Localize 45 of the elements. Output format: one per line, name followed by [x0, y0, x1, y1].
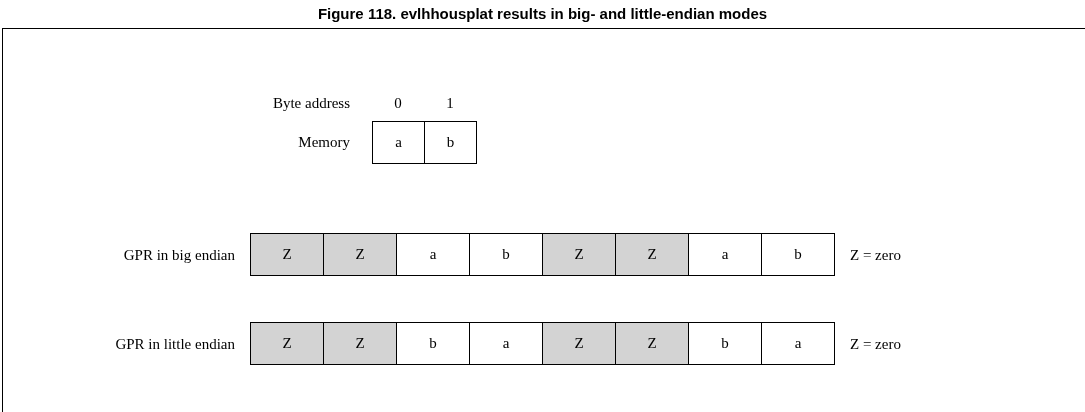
byte-cell: [424, 121, 477, 164]
cell-text: a: [502, 334, 510, 354]
byte-cell: [761, 233, 835, 276]
cell-text: Z: [647, 334, 657, 354]
figure-title: Figure 118. evlhhousplat results in big- and little-endian modes: [317, 4, 768, 24]
byte-cell: [469, 322, 543, 365]
cell-text: Z: [355, 334, 365, 354]
cell-text: a: [395, 133, 402, 153]
shaded-byte-cell: [615, 322, 689, 365]
byte-cell: [761, 322, 835, 365]
row-label: 0: [394, 94, 402, 112]
cell-text: b: [721, 334, 729, 354]
cell-text: b: [502, 245, 510, 265]
byte-cell: [469, 233, 543, 276]
shaded-byte-cell: [542, 233, 616, 276]
byte-cell: [396, 233, 470, 276]
row-label: 1: [446, 94, 454, 112]
cell-text: a: [721, 245, 729, 265]
row-label: Memory: [298, 133, 350, 151]
cell-text: Z: [282, 334, 292, 354]
cell-text: b: [429, 334, 437, 354]
row-label: Byte address: [272, 94, 350, 112]
byte-cell: [688, 322, 762, 365]
shaded-byte-cell: [250, 322, 324, 365]
cell-text: b: [446, 133, 455, 153]
cell-text: a: [429, 245, 437, 265]
shaded-byte-cell: [615, 233, 689, 276]
cell-text: Z: [355, 245, 365, 265]
shaded-byte-cell: [542, 322, 616, 365]
shaded-byte-cell: [250, 233, 324, 276]
row-label: GPR in little endian: [115, 335, 235, 353]
row-label: Z = zero: [850, 335, 901, 353]
shaded-byte-cell: [323, 233, 397, 276]
row-label: Z = zero: [850, 246, 901, 264]
cell-text: Z: [282, 245, 292, 265]
shaded-byte-cell: [323, 322, 397, 365]
cell-text: Z: [574, 334, 584, 354]
cell-text: a: [794, 334, 802, 354]
byte-cell: [396, 322, 470, 365]
cell-text: Z: [647, 245, 657, 265]
row-label: GPR in big endian: [123, 246, 235, 264]
cell-text: b: [794, 245, 802, 265]
cell-text: Z: [574, 245, 584, 265]
byte-cell: [688, 233, 762, 276]
byte-cell: [372, 121, 425, 164]
